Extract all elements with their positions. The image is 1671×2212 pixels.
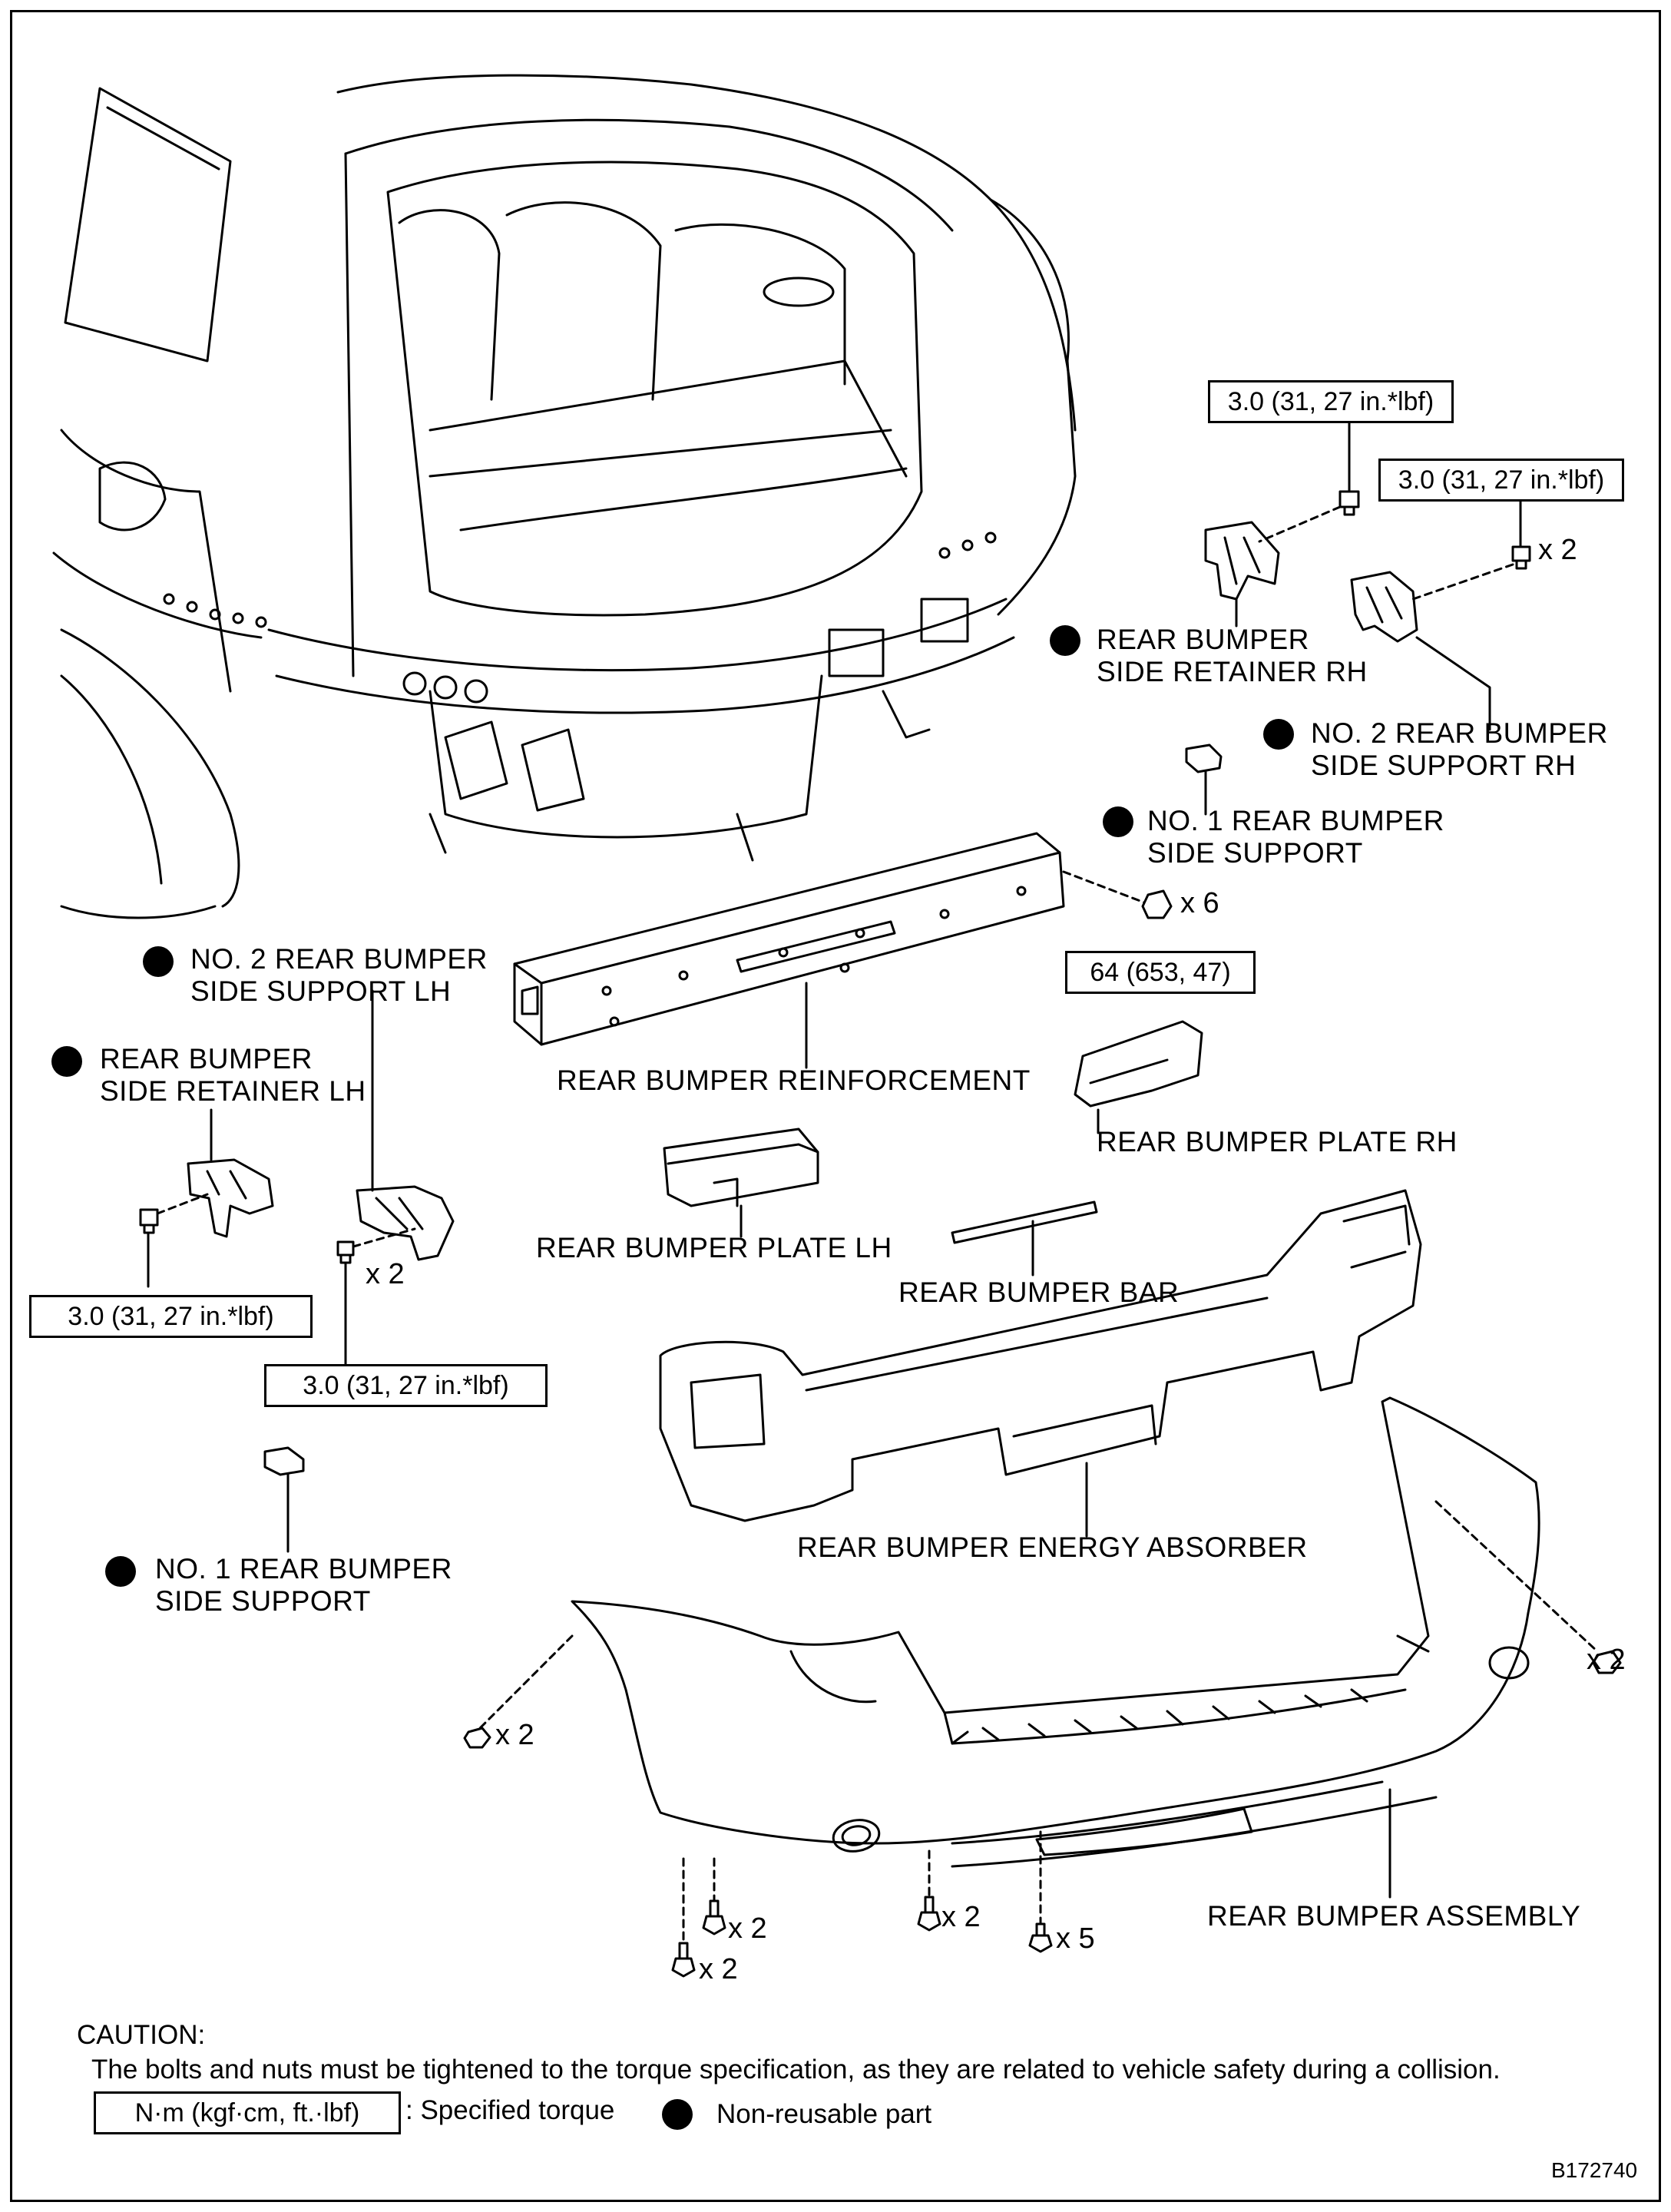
count-bottom-clip-a: x 2 bbox=[728, 1912, 767, 1945]
diagram-frame bbox=[10, 10, 1661, 2202]
torque-box-rh-retainer: 3.0 (31, 27 in.*lbf) bbox=[1208, 380, 1454, 423]
nonreusable-marker bbox=[1103, 806, 1133, 837]
label-plate-rh: REAR BUMPER PLATE RH bbox=[1097, 1126, 1458, 1157]
lh-support-bolt-dash bbox=[352, 1227, 416, 1248]
lh-support-bolt bbox=[336, 1240, 355, 1264]
rh-support-bolt bbox=[1511, 545, 1531, 570]
bumper-right-clip-dash bbox=[1434, 1500, 1599, 1653]
bumper-left-clip-dash bbox=[478, 1634, 574, 1730]
nonreusable-marker bbox=[105, 1556, 136, 1587]
lh-retainer-bolt-dash bbox=[156, 1193, 209, 1215]
no2-rear-bumper-side-support-lh-shape bbox=[356, 1185, 455, 1261]
label-no1-side-support-lh: NO. 1 REAR BUMPER SIDE SUPPORT bbox=[155, 1553, 452, 1617]
rh-retainer-bolt bbox=[1338, 490, 1360, 516]
lh-retainer-bolt bbox=[139, 1208, 159, 1234]
rear-bumper-plate-lh-shape bbox=[663, 1128, 819, 1207]
rear-bumper-side-retainer-lh-shape bbox=[187, 1158, 274, 1238]
torque-box-lh-support: 3.0 (31, 27 in.*lbf) bbox=[264, 1364, 548, 1407]
bumper-right-clip bbox=[1592, 1650, 1622, 1674]
count-bottom-clip-c: x 2 bbox=[941, 1901, 981, 1933]
label-plate-lh: REAR BUMPER PLATE LH bbox=[536, 1232, 892, 1263]
nonreusable-marker bbox=[51, 1046, 82, 1077]
count-bumper-left-clip: x 2 bbox=[495, 1719, 534, 1751]
legend-nonreusable-desc: Non-reusable part bbox=[716, 2099, 932, 2129]
bottom-clip-d bbox=[1028, 1922, 1053, 1953]
vehicle-rear-body bbox=[52, 74, 1077, 919]
legend-nonreusable-marker bbox=[662, 2099, 693, 2130]
label-reinforcement: REAR BUMPER REINFORCEMENT bbox=[557, 1065, 1031, 1096]
rh-support-leader bbox=[1415, 636, 1491, 731]
label-no2-side-support-lh: NO. 2 REAR BUMPER SIDE SUPPORT LH bbox=[190, 943, 488, 1007]
caution-title: CAUTION: bbox=[77, 2020, 206, 2050]
rear-bumper-reinforcement-shape bbox=[513, 832, 1065, 1046]
count-reinforcement-nut: x 6 bbox=[1180, 887, 1219, 919]
bottom-clip-a bbox=[702, 1899, 726, 1936]
label-no2-side-support-rh: NO. 2 REAR BUMPER SIDE SUPPORT RH bbox=[1311, 717, 1608, 781]
label-bar: REAR BUMPER BAR bbox=[898, 1277, 1180, 1308]
legend-torque-desc: : Specified torque bbox=[405, 2095, 615, 2125]
rh-support-bolt-dash bbox=[1411, 563, 1514, 601]
nonreusable-marker bbox=[1050, 625, 1080, 656]
legend-torque-unit-box: N·m (kgf·cm, ft.·lbf) bbox=[94, 2091, 401, 2134]
torque-box-reinforcement-nut: 64 (653, 47) bbox=[1065, 951, 1256, 994]
reinforcement-nut-dash bbox=[1062, 870, 1146, 904]
label-side-retainer-rh: REAR BUMPER SIDE RETAINER RH bbox=[1097, 624, 1368, 687]
torque-box-lh-retainer: 3.0 (31, 27 in.*lbf) bbox=[29, 1295, 313, 1338]
rh-retainer-bolt-dash bbox=[1258, 505, 1342, 543]
nonreusable-marker bbox=[143, 946, 174, 977]
rear-bumper-energy-absorber-shape bbox=[659, 1189, 1422, 1522]
figure-id: B172740 bbox=[1551, 2158, 1638, 2182]
no1-rear-bumper-side-support-lh-shape bbox=[263, 1446, 305, 1476]
count-lh-support-bolt: x 2 bbox=[366, 1258, 405, 1290]
no1-rear-bumper-side-support-rh-shape bbox=[1185, 743, 1223, 773]
no2-rear-bumper-side-support-rh-shape bbox=[1350, 571, 1418, 643]
bottom-clip-b bbox=[671, 1942, 696, 1978]
torque-box-rh-support: 3.0 (31, 27 in.*lbf) bbox=[1378, 459, 1624, 502]
label-side-retainer-lh: REAR BUMPER SIDE RETAINER LH bbox=[100, 1043, 366, 1107]
rear-bumper-assembly-shape bbox=[571, 1396, 1540, 1868]
label-no1-side-support-rh: NO. 1 REAR BUMPER SIDE SUPPORT bbox=[1147, 805, 1444, 869]
label-energy-absorber: REAR BUMPER ENERGY ABSORBER bbox=[797, 1532, 1308, 1563]
label-assembly: REAR BUMPER ASSEMBLY bbox=[1207, 1900, 1581, 1932]
count-bottom-clip-b: x 2 bbox=[699, 1953, 738, 1985]
bumper-left-clip bbox=[463, 1727, 491, 1749]
nonreusable-marker bbox=[1263, 719, 1294, 750]
count-bottom-clip-d: x 5 bbox=[1056, 1922, 1095, 1955]
count-bumper-right-clip: x 2 bbox=[1587, 1644, 1626, 1676]
rear-bumper-plate-rh-shape bbox=[1074, 1020, 1203, 1108]
rear-bumper-bar-shape bbox=[951, 1200, 1098, 1244]
bottom-clip-c bbox=[917, 1896, 941, 1932]
reinforcement-nut bbox=[1141, 889, 1173, 919]
caution-text: The bolts and nuts must be tightened to … bbox=[91, 2055, 1501, 2085]
rear-bumper-side-retainer-rh-shape bbox=[1204, 521, 1280, 601]
count-rh-support-bolt: x 2 bbox=[1538, 534, 1577, 566]
